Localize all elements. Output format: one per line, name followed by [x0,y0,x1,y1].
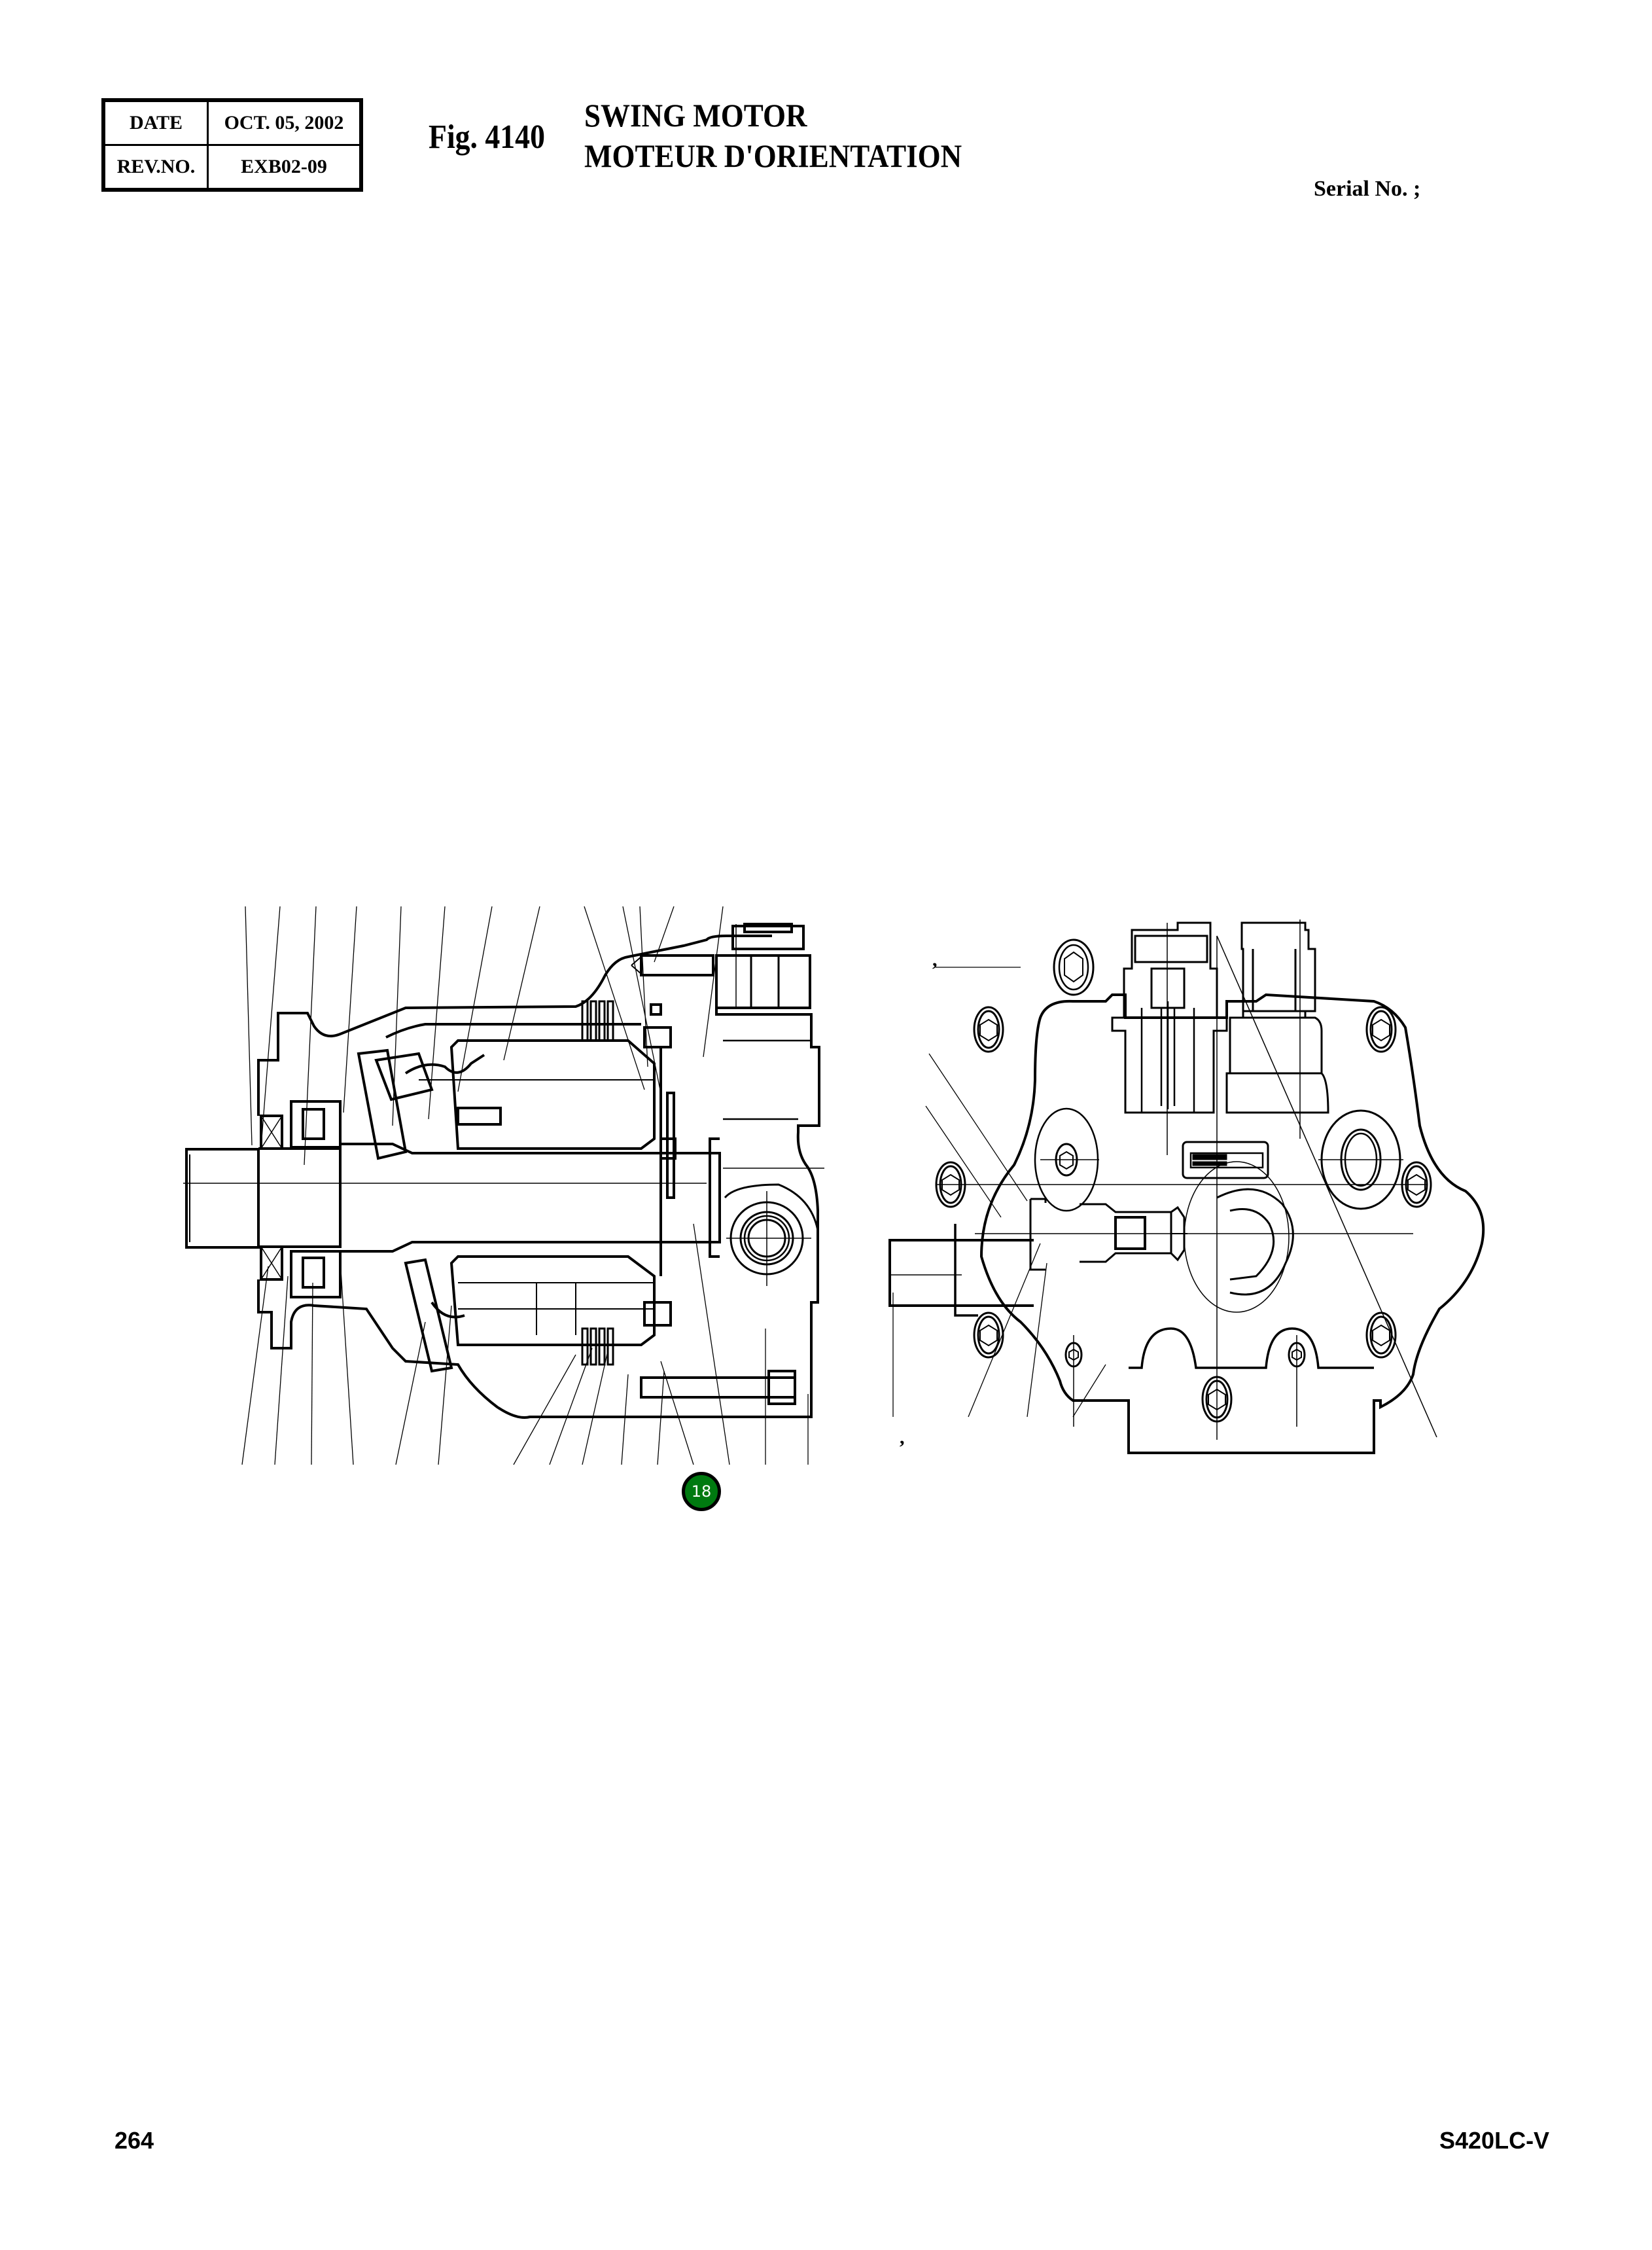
serial-number-label: Serial No. ; [1314,177,1421,201]
figure-title: SWING MOTOR MOTEUR D'ORIENTATION [584,95,962,176]
part-callout-18[interactable]: 18 [682,1472,721,1511]
leader-lines-right [892,967,1106,1418]
end-view [888,921,1485,1454]
figure-number: Fig. 4140 [429,118,545,156]
page-number: 264 [114,2127,154,2154]
date-label: DATE [102,99,209,146]
cross-section-view [185,923,820,1419]
rev-label: REV.NO. [102,144,209,191]
leader-lines-left-top [245,906,724,1166]
leader-lines-left-bottom [241,1223,809,1465]
centerlines-left [183,924,824,1286]
stray-mark-bottom: , [900,1427,905,1448]
stray-mark-top: , [932,949,938,971]
title-english: SWING MOTOR [584,97,807,134]
title-french: MOTEUR D'ORIENTATION [584,137,962,174]
centerlines-right [890,920,1437,1440]
date-value: OCT. 05, 2002 [207,99,362,146]
rev-value: EXB02-09 [207,144,362,191]
callout-number: 18 [691,1482,712,1501]
revision-table: DATE OCT. 05, 2002 REV.NO. EXB02-09 [101,98,363,192]
model-name: S420LC-V [1439,2127,1550,2154]
